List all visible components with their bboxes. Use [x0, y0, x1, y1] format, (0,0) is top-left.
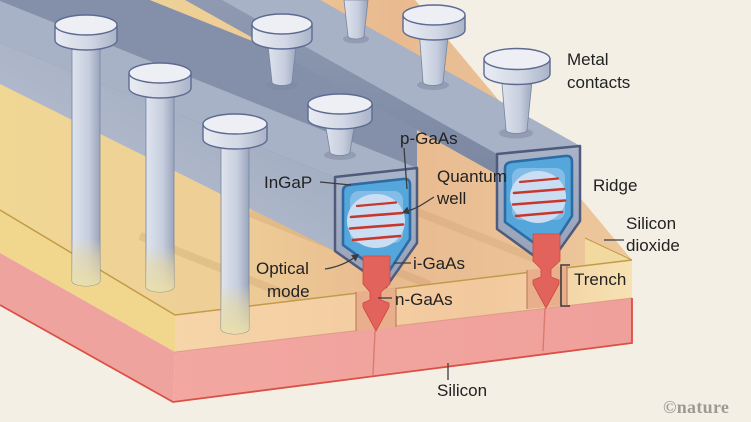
label-quantum-well: Quantum: [437, 167, 507, 186]
optical-beam-right: [532, 233, 561, 309]
leader-lines: [319, 147, 624, 380]
label-optical-mode: mode: [267, 282, 310, 301]
label-quantum-well: well: [436, 189, 466, 208]
metal-contact-pillar: [251, 13, 313, 90]
oxide-front-face: [175, 260, 632, 352]
ingap-leader: [319, 181, 352, 186]
quantum-well-lines: [348, 201, 405, 242]
trench-bracket: [560, 264, 570, 307]
metal-contact-pillar: [128, 62, 192, 293]
metal-contact-pillar: [54, 14, 118, 287]
optical-mode-circle: [510, 171, 566, 223]
label-silicon-dioxide: Silicon: [626, 214, 676, 233]
silicon-front-face: [173, 298, 632, 402]
optical-mode-circle: [347, 194, 405, 248]
label-metal-contacts: Metal: [567, 50, 609, 69]
labels: Metal contacts p-GaAs InGaP Quantum well…: [256, 50, 729, 417]
metal-contact-pillar: [307, 93, 373, 160]
optical-mode-arrowhead: [351, 254, 359, 262]
label-optical-mode: Optical: [256, 259, 309, 278]
quantum-well-lines: [511, 177, 567, 218]
label-trench: Trench: [574, 270, 626, 289]
quantum-well-arrowhead: [402, 206, 410, 215]
nature-watermark: ©nature: [663, 397, 729, 417]
metal-contact-pillar: [402, 4, 466, 90]
metal-contact-pillar: [483, 47, 551, 139]
metal-contact-pillar: [343, 0, 369, 44]
label-silicon-dioxide: dioxide: [626, 236, 680, 255]
label-n-gaas: n-GaAs: [395, 290, 453, 309]
label-ridge: Ridge: [593, 176, 637, 195]
label-metal-contacts: contacts: [567, 73, 630, 92]
optical-beam-left: [362, 255, 391, 332]
label-ingap: InGaP: [264, 173, 312, 192]
label-silicon: Silicon: [437, 381, 487, 400]
metal-contacts-group: [54, 0, 551, 335]
silicon-left-face: [0, 253, 175, 402]
p-gaas-leader: [403, 147, 408, 190]
ridge-cross-section-right: [495, 144, 582, 268]
optical-mode-arrow: [324, 256, 356, 270]
oxide-right-corner: [585, 238, 632, 266]
label-p-gaas: p-GaAs: [400, 129, 458, 148]
label-i-gaas: i-GaAs: [413, 254, 465, 273]
metal-contact-pillar: [202, 113, 268, 335]
